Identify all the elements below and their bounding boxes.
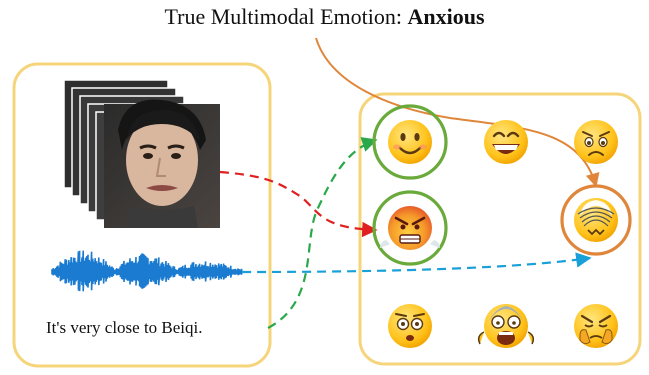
smiling-emoji (388, 120, 432, 164)
highlight-ring-anxious (560, 184, 632, 256)
anxious-emoji (574, 198, 618, 242)
audio-waveform (51, 250, 243, 292)
angry-emoji (380, 206, 440, 250)
text-to-smile-arrow (267, 137, 378, 329)
sick-emoji (574, 304, 618, 348)
speaker-face-frame (104, 99, 220, 228)
flushed-emoji (388, 304, 432, 348)
input-panel (12, 62, 272, 368)
screaming-emoji (477, 304, 535, 348)
grinning-emoji (484, 120, 528, 164)
video-frames-stack (63, 79, 220, 228)
audio-to-anxious-arrow (241, 252, 592, 274)
title-emotion: Anxious (407, 4, 485, 29)
video-to-angry-arrow (219, 170, 378, 238)
diagram-title: True Multimodal Emotion: Anxious (0, 4, 649, 30)
highlight-ring-angry (372, 190, 448, 266)
text-modality-caption: It's very close to Beiqi. (46, 318, 203, 337)
title-prefix: True Multimodal Emotion: (164, 4, 408, 29)
worried-emoji (574, 120, 618, 164)
true-emotion-arrow (315, 37, 600, 188)
highlight-ring-smiling (372, 104, 448, 180)
